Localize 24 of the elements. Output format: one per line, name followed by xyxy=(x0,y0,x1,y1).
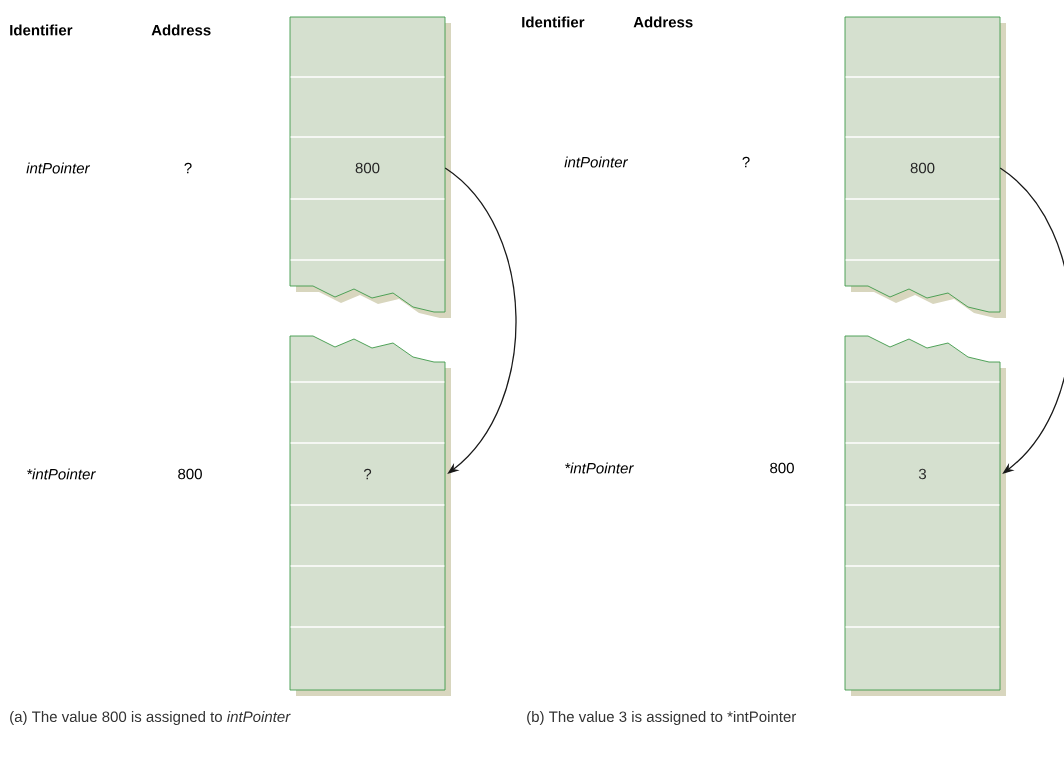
sub-caption: (a) The value 800 is assigned to intPointer xyxy=(10,711,291,725)
identifier-label: intPointer xyxy=(26,162,91,174)
address-label: 800 xyxy=(770,462,794,474)
address-label: 800 xyxy=(178,468,202,480)
arrow xyxy=(444,167,517,474)
memory-block xyxy=(289,16,451,318)
memory-block xyxy=(289,335,451,696)
identifier-label: intPointer xyxy=(564,156,629,168)
address-label: ? xyxy=(184,162,192,174)
memory-block xyxy=(844,16,1006,318)
address-label: ? xyxy=(742,156,750,168)
column-header: Address xyxy=(151,24,211,36)
memory-cell: ? xyxy=(363,468,372,480)
identifier-label: *intPointer xyxy=(565,462,634,474)
memory-cell: 800 xyxy=(910,162,935,174)
arrow xyxy=(999,167,1064,474)
column-header: Address xyxy=(633,16,693,28)
identifier-label: *intPointer xyxy=(27,468,96,480)
column-header: Identifier xyxy=(10,24,73,36)
memory-block xyxy=(844,335,1006,696)
memory-cell: 3 xyxy=(918,468,927,480)
column-header: Identifier xyxy=(522,16,585,28)
sub-caption: (b) The value 3 is assigned to *intPointer xyxy=(527,711,797,725)
memory-cell: 800 xyxy=(355,162,380,174)
